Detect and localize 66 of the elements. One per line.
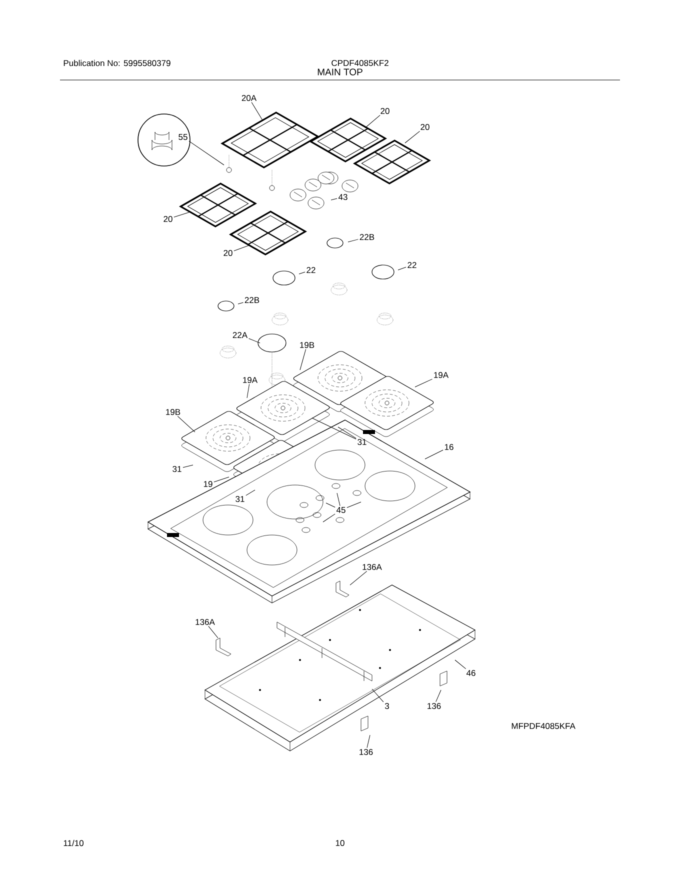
callout-number: 22B (244, 297, 260, 303)
leader-line (336, 492, 340, 506)
callout-number: 20A (242, 95, 257, 101)
callout-number: 22 (306, 267, 316, 273)
model-number: CPDF4085KF2 (332, 60, 388, 66)
leader-line (350, 570, 368, 586)
callout-number: 136 (428, 703, 441, 710)
leader-line (234, 244, 250, 252)
leader-line (177, 416, 196, 432)
leader-line (298, 272, 306, 274)
callout-number: 31 (358, 439, 366, 445)
callout-number: 20 (164, 216, 172, 222)
callout-number: 3 (384, 703, 389, 710)
leader-line (188, 140, 224, 166)
leader-line (372, 688, 384, 702)
callout-number: 22 (408, 262, 416, 268)
page-header-text: Publication No: 5995580379 (64, 60, 170, 66)
callout-number: 136A (196, 619, 215, 625)
callout-number: 19A (243, 377, 258, 383)
callout-number: 31 (172, 466, 182, 472)
callout-number: 31 (236, 496, 244, 502)
figure-code: MFPDF4085KFA (512, 723, 576, 730)
leader-line (208, 626, 218, 638)
leader-line (424, 450, 444, 460)
leader-line (238, 302, 244, 304)
callout-number: 20 (420, 124, 430, 130)
callout-number: 20 (224, 250, 232, 256)
callout-number: 22B (360, 234, 374, 240)
leader-line (346, 502, 362, 508)
leader-line (248, 338, 260, 344)
date-text: 11/10 (64, 840, 84, 846)
callout-number: 136A (362, 564, 382, 570)
callout-number: 46 (466, 670, 476, 676)
leader-line (312, 418, 356, 440)
leader-line (182, 464, 194, 468)
leader-line (348, 239, 358, 242)
callout-number: 19B (166, 409, 180, 415)
leader-line (414, 378, 432, 388)
callout-number: 22A (232, 332, 248, 338)
leader-line (246, 384, 250, 398)
leader-line (404, 130, 420, 144)
callout-number: 19A (434, 372, 449, 378)
leader-line (398, 266, 406, 270)
leader-line (366, 734, 370, 748)
leader-line (214, 476, 230, 482)
leader-line (174, 212, 190, 218)
callout-number: 16 (444, 444, 454, 450)
page-number: 10 (336, 840, 344, 846)
leader-line (300, 348, 306, 370)
callout-number: 19B (300, 342, 314, 348)
leader-line (330, 198, 338, 200)
leader-line (322, 514, 336, 522)
callout-number: 19 (204, 481, 212, 487)
callout-number: 55 (178, 134, 188, 140)
callout-number: 20 (380, 108, 390, 114)
leader-line (454, 660, 466, 670)
leader-line (326, 502, 336, 508)
leader-line (246, 490, 256, 496)
leader-line (364, 114, 380, 128)
callout-number: 43 (338, 194, 348, 200)
section-title: MAIN TOP (318, 68, 362, 76)
callout-number: 45 (336, 507, 346, 513)
callout-number: 136 (360, 749, 373, 756)
leader-line (251, 102, 264, 122)
leader-line (338, 426, 356, 439)
leader-line (436, 690, 442, 702)
